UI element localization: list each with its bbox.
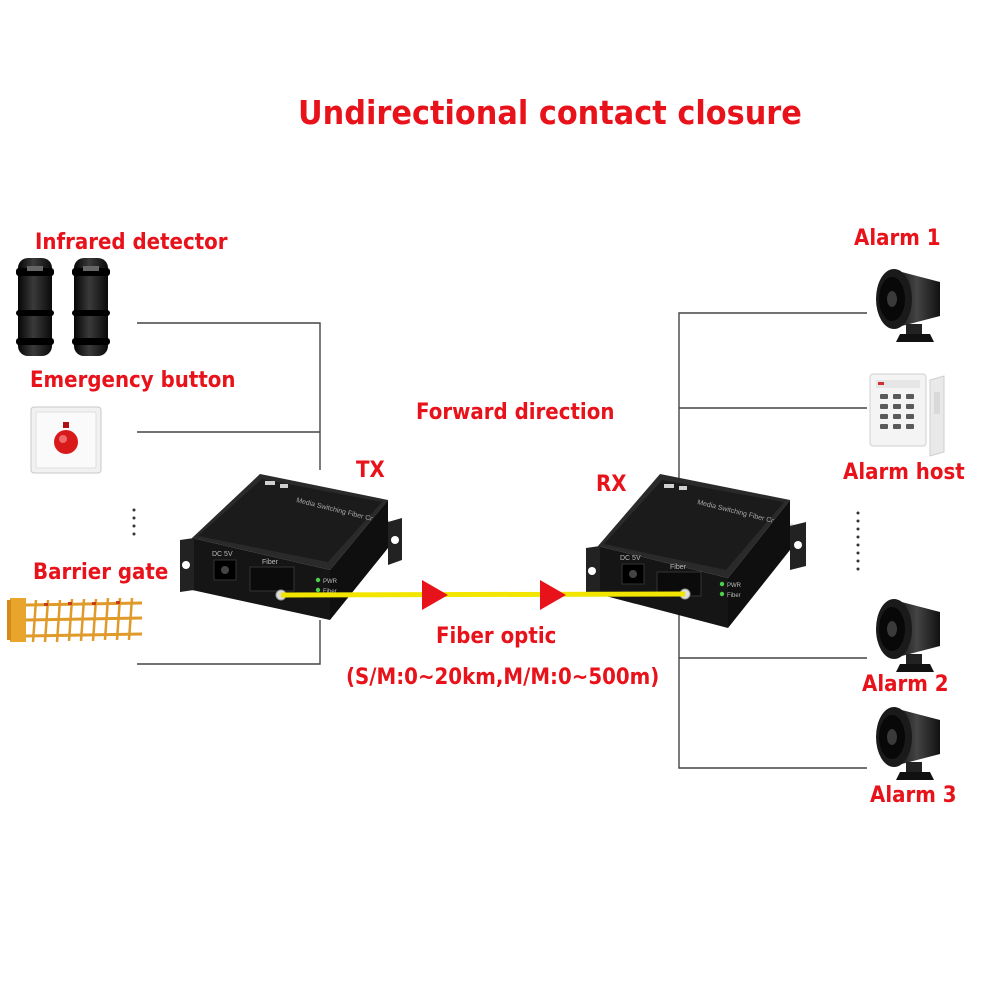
diagram-title: Undirectional contact closure: [298, 93, 802, 132]
alarm-2-siren-icon: [876, 599, 940, 672]
fiber-link: [280, 580, 686, 610]
alarm-host-label: Alarm host: [843, 460, 965, 485]
svg-text:Fiber: Fiber: [323, 589, 337, 595]
direction-arrow-1: [422, 580, 448, 610]
infrared-detector-icon: [16, 258, 110, 356]
ellipsis-left: [132, 508, 136, 536]
fiber-distance-spec: (S/M:0~20km,M/M:0~500m): [346, 665, 660, 690]
svg-text:DC 5V: DC 5V: [620, 555, 641, 562]
wire-alarm1: [678, 312, 867, 480]
barrier-gate-icon: [7, 597, 143, 643]
wire-alarm2: [678, 610, 867, 769]
svg-text:Fiber: Fiber: [670, 564, 687, 571]
svg-text:DC 5V: DC 5V: [212, 551, 233, 558]
svg-text:PWR: PWR: [727, 583, 742, 589]
ellipsis-right: [856, 511, 860, 571]
alarm-3-siren-icon: [876, 707, 940, 780]
tx-converter-device: Media Switching Fiber Converter DC 5V Fi…: [180, 474, 402, 620]
fiber-line: [280, 591, 686, 598]
wire-barrier: [137, 620, 321, 665]
infrared-detector-label: Infrared detector: [35, 230, 228, 255]
rx-converter-device: Media Switching Fiber Converter DC 5V Fi…: [586, 474, 806, 628]
direction-arrow-2: [540, 580, 566, 610]
forward-direction-label: Forward direction: [416, 400, 615, 425]
svg-text:Fiber: Fiber: [262, 559, 279, 566]
rx-label: RX: [596, 472, 627, 497]
alarm-host-keypad-icon: [869, 373, 945, 457]
svg-text:PWR: PWR: [323, 579, 338, 585]
emergency-button-icon: [30, 406, 102, 474]
alarm-3-label: Alarm 3: [870, 783, 957, 808]
barrier-gate-label: Barrier gate: [33, 560, 169, 585]
fiber-optic-label: Fiber optic: [436, 624, 557, 649]
svg-text:Fiber: Fiber: [727, 593, 741, 599]
wire-infrared: [137, 322, 321, 470]
alarm-1-label: Alarm 1: [854, 226, 941, 251]
alarm-1-siren-icon: [876, 269, 940, 342]
wiring: [137, 312, 867, 769]
tx-label: TX: [356, 458, 385, 483]
alarm-2-label: Alarm 2: [862, 672, 949, 697]
emergency-button-label: Emergency button: [30, 368, 236, 393]
